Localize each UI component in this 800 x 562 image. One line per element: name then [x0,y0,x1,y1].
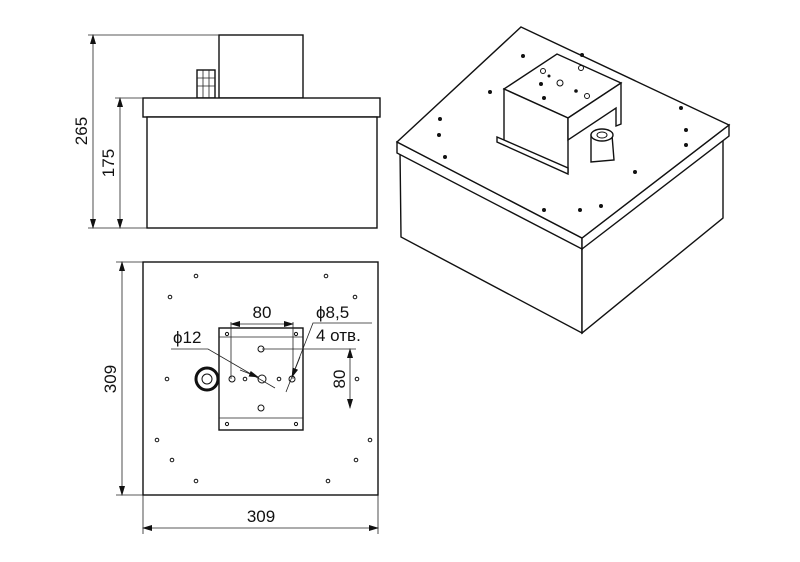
lid [142,97,381,118]
dim-body-height: 175 [99,149,118,177]
dim-hole-spacing-h: 80 [253,303,272,322]
iso-lid-holes [437,53,688,212]
front-view: 265 175 [72,34,381,229]
label-center-hole-diameter: ϕ12 [173,328,201,347]
iso-cable-gland [590,128,615,163]
dim-width-horizontal: 309 [247,507,275,526]
label-mount-hole-count: 4 отв. [316,326,361,345]
mounting-holes [154,273,373,484]
iso-bracket [496,53,623,176]
dim-total-height: 265 [72,117,91,145]
body [146,116,378,229]
label-mount-hole-diameter: ϕ8,5 [316,303,349,322]
cable-gland [196,69,216,99]
plan-view: 80 80 ϕ12 ϕ8,5 4 отв. 309 309 [101,261,379,534]
dim-width-vertical: 309 [101,365,120,393]
isometric-view [395,26,731,335]
lid-outline [142,261,379,496]
dim-hole-spacing-v: 80 [330,370,349,389]
top-block [218,34,304,99]
cable-gland-top [194,366,220,392]
